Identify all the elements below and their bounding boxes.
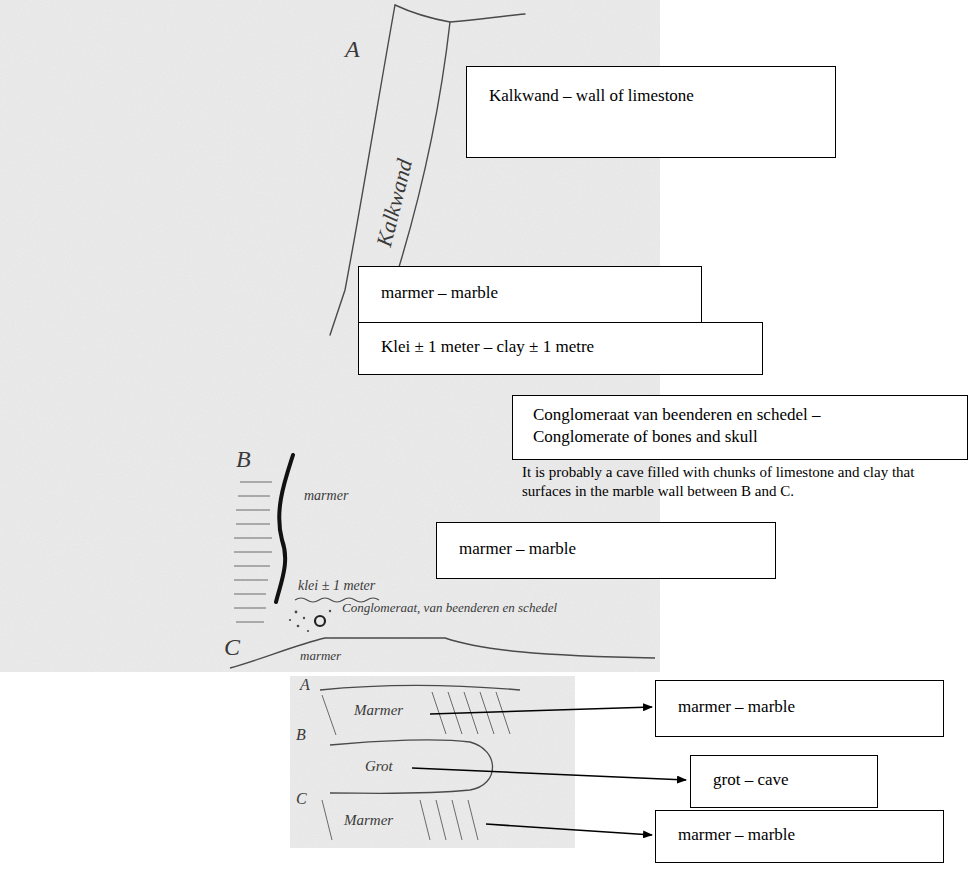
handwritten-label: klei ± 1 meter [298, 578, 375, 594]
hatching [322, 692, 510, 840]
paper-ground [290, 676, 575, 848]
handwritten-label: marmer [304, 488, 348, 504]
translation-text: marmer – marble [678, 696, 921, 718]
handwritten-label: Conglomeraat, van beenderen en schedel [342, 600, 557, 616]
handwritten-label: Grot [365, 758, 393, 775]
handwritten-label: A [345, 36, 360, 63]
leader-arrow [412, 707, 686, 835]
handwritten-label: Kalkwand [371, 157, 418, 250]
translation-box: marmer – marble [358, 266, 702, 323]
handwritten-label: Marmer [354, 702, 403, 719]
note-text: It is probably a cave filled with chunks… [522, 463, 967, 501]
translation-text: marmer – marble [459, 538, 753, 560]
translation-box: marmer – marble [655, 680, 944, 737]
translation-box: Klei ± 1 meter – clay ± 1 metre [358, 322, 763, 375]
translation-text: marmer – marble [381, 282, 679, 304]
translation-box: marmer – marble [655, 810, 944, 863]
translation-text: Conglomeraat van beenderen en schedel – … [533, 404, 863, 448]
marble-boundary [230, 638, 655, 668]
translation-box: Kalkwand – wall of limestone [466, 66, 836, 158]
handwritten-label: marmer [300, 648, 341, 664]
marble-face [276, 455, 293, 602]
paper-grain [290, 676, 575, 848]
translation-box: Conglomeraat van beenderen en schedel – … [512, 395, 968, 460]
conglomerate-dots [289, 610, 331, 632]
handwritten-label: B [296, 726, 306, 744]
translation-text: Klei ± 1 meter – clay ± 1 metre [381, 336, 740, 358]
skull-symbol [315, 616, 325, 626]
hatching [234, 482, 272, 622]
translation-box: grot – cave [690, 755, 878, 808]
cave-outline [330, 740, 493, 794]
translation-text: grot – cave [713, 769, 855, 791]
translation-box: marmer – marble [436, 522, 776, 579]
handwritten-label: B [236, 446, 251, 473]
marble-outline [320, 686, 520, 691]
translation-text: Kalkwand – wall of limestone [489, 85, 813, 107]
handwritten-label: C [296, 790, 307, 808]
handwritten-label: Marmer [344, 812, 393, 829]
handwritten-label: A [300, 676, 310, 694]
translation-text: marmer – marble [678, 824, 921, 846]
handwritten-label: C [224, 634, 240, 661]
